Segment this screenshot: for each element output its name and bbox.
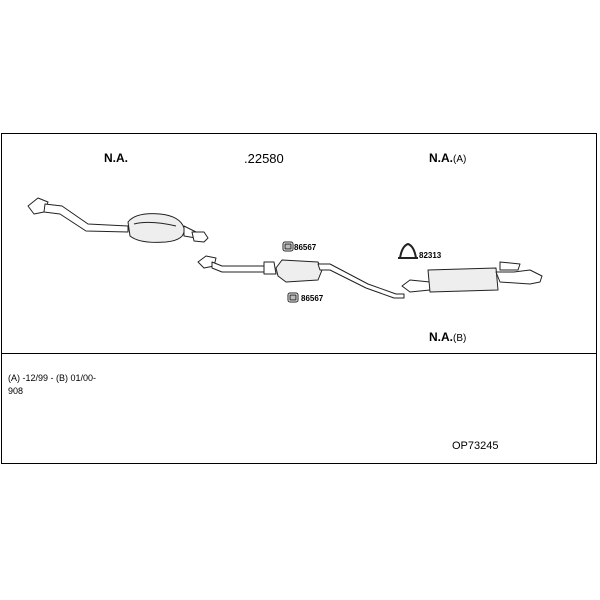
diagram-frame <box>1 133 597 464</box>
part-number-clamp: 82313 <box>419 251 442 260</box>
part-number-bracket-top: 86567 <box>294 243 317 252</box>
rear-silencer <box>401 261 543 293</box>
front-pipe-catalyst <box>27 197 209 243</box>
label-rear-section-a: N.A.(A) <box>429 151 466 165</box>
part-number-bracket-bottom: 86567 <box>301 294 324 303</box>
center-pipe-silencer <box>197 255 405 299</box>
validity-note-line2: 908 <box>8 386 24 396</box>
label-rear-a-main: N.A. <box>429 151 453 165</box>
label-rear-a-variant: (A) <box>453 154 467 165</box>
bracket-86567-top <box>282 241 294 252</box>
label-rear-section-b: N.A.(B) <box>429 330 466 344</box>
label-rear-b-variant: (B) <box>453 333 467 344</box>
diagram-code: OP73245 <box>452 440 499 452</box>
bracket-86567-bottom <box>287 292 299 303</box>
label-rear-b-main: N.A. <box>429 330 453 344</box>
validity-note-line1: (A) -12/99 - (B) 01/00- <box>8 373 97 383</box>
label-front-section: N.A. <box>104 151 128 165</box>
notes-divider <box>1 353 597 354</box>
label-center-section: .22580 <box>244 151 284 166</box>
clamp-82313 <box>398 243 418 259</box>
